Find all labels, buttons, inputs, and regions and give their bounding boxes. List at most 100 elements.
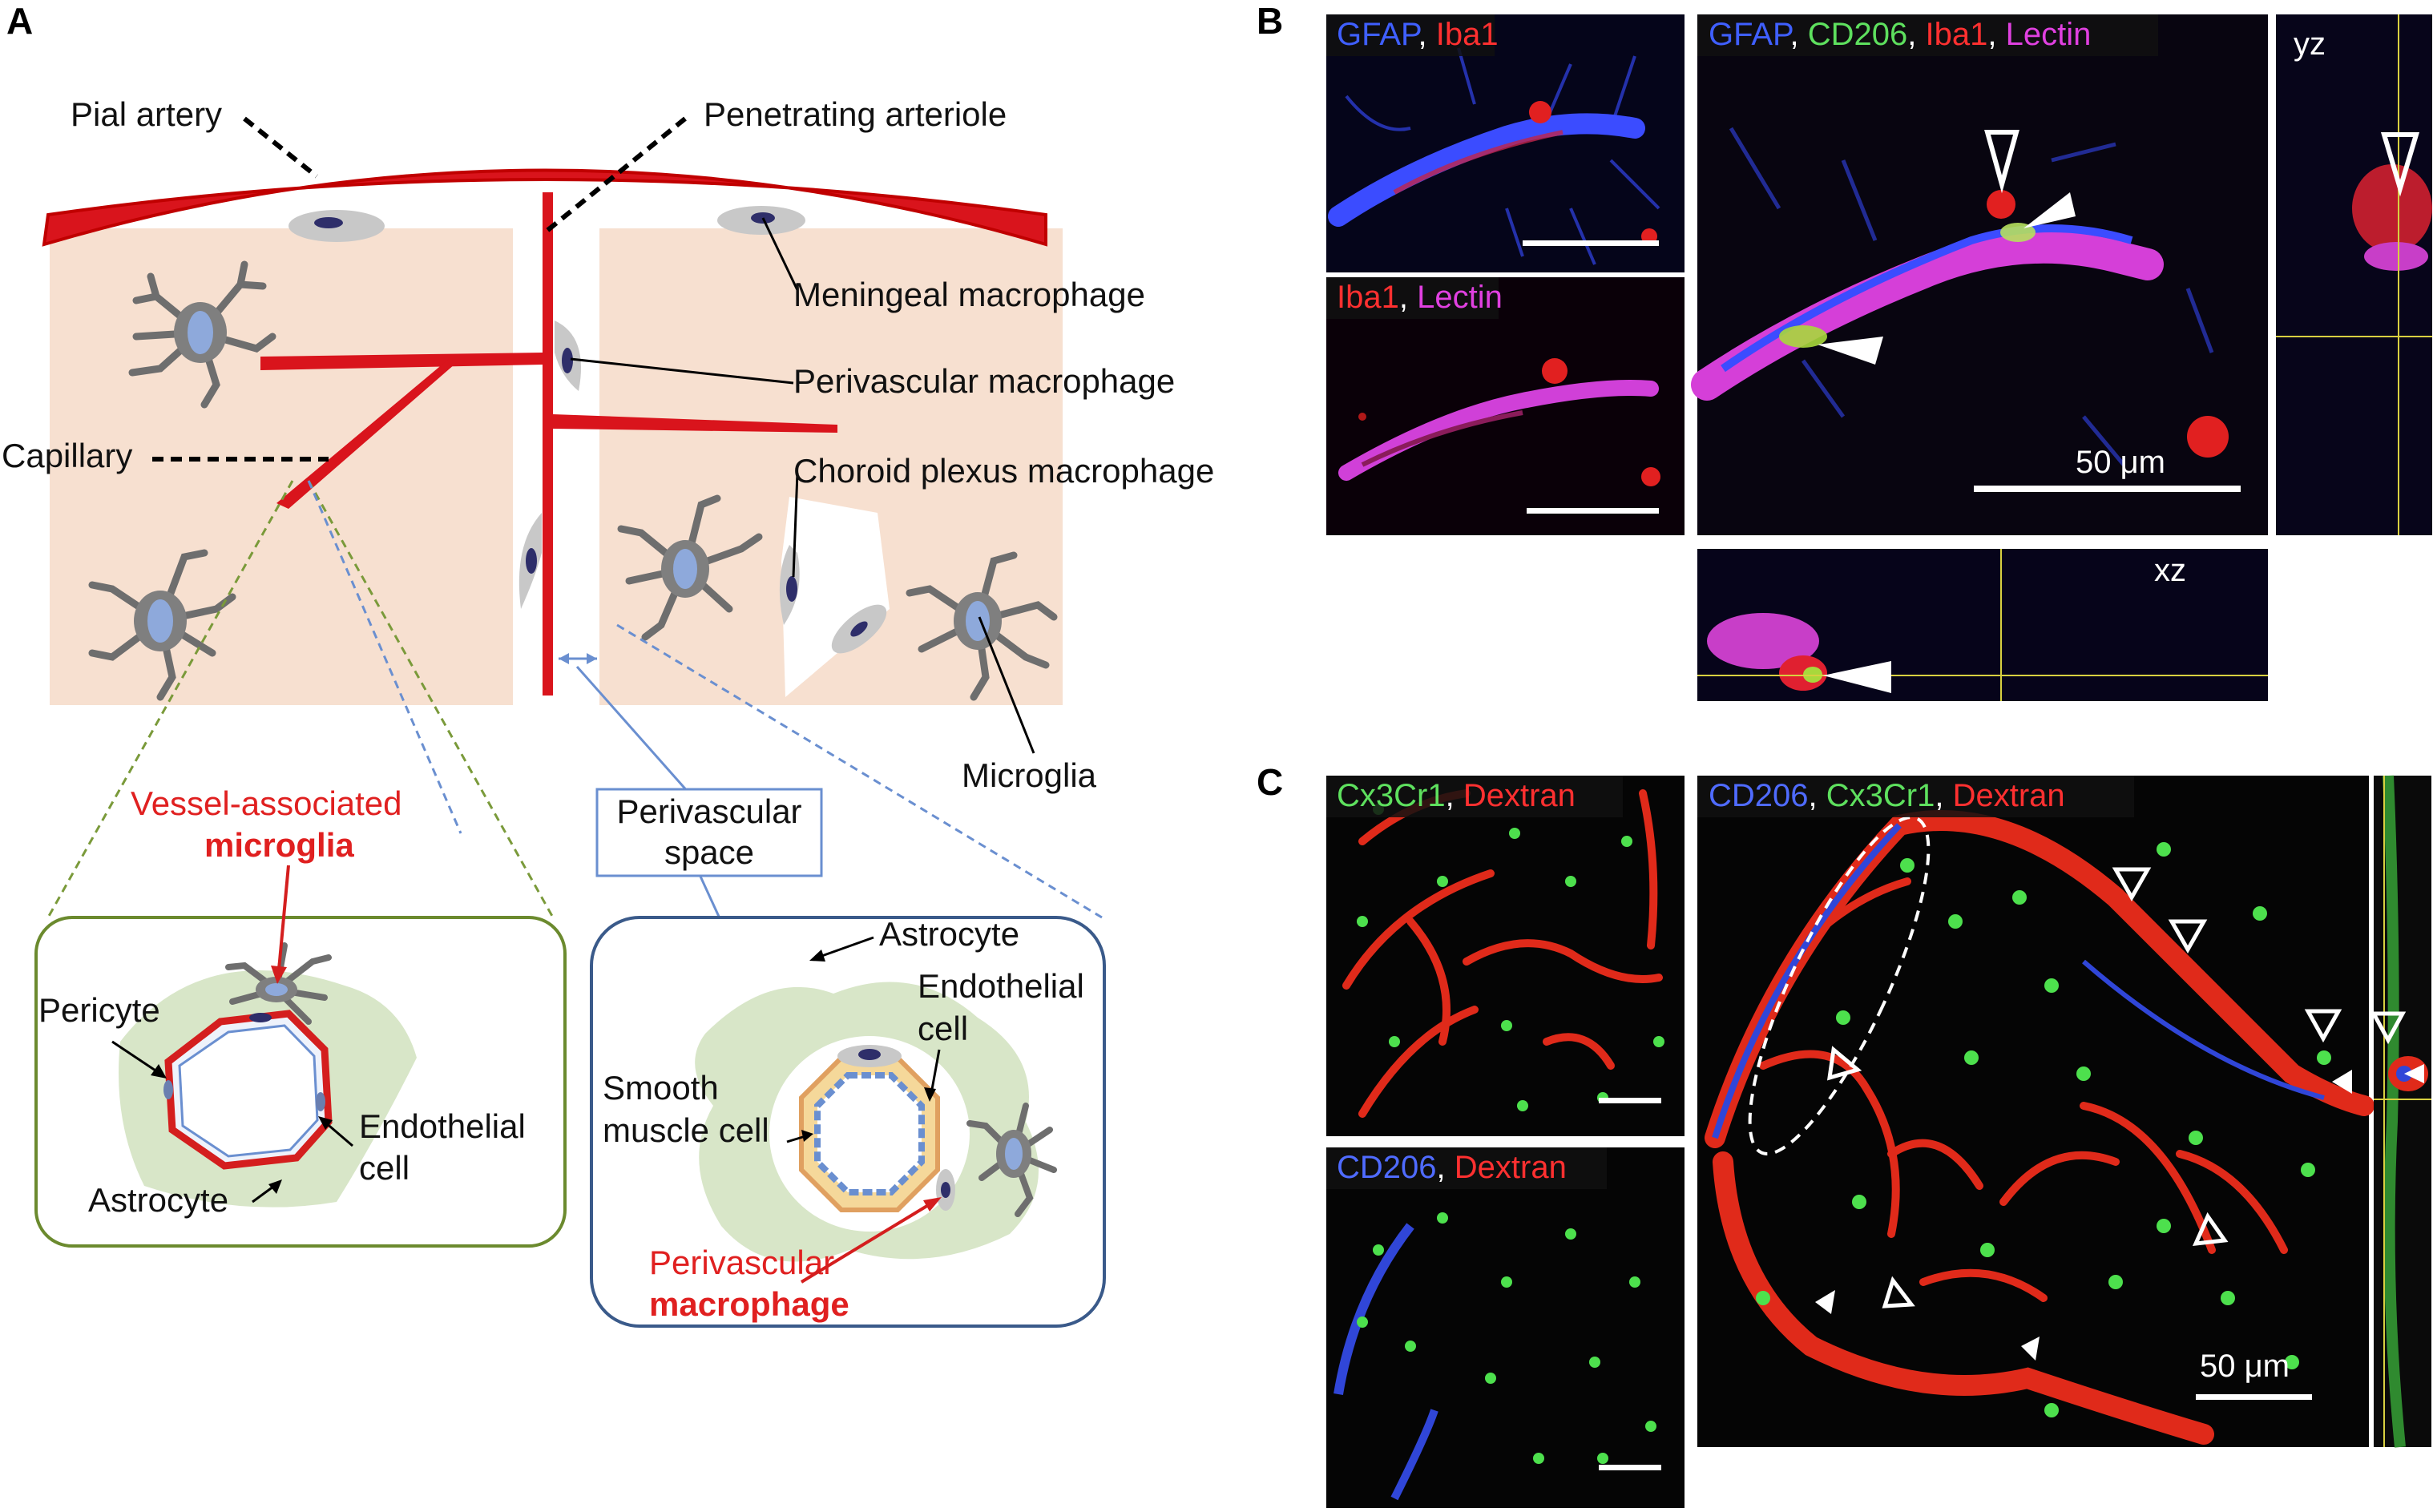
choroid-leader — [792, 472, 799, 578]
b-top-left-label-part-1: , — [1418, 17, 1436, 52]
b-main-label-part-3: , — [1907, 17, 1925, 52]
right-endothelial-label-2: cell — [918, 1010, 968, 1047]
microglia-cell-1 — [128, 260, 276, 409]
capillary-label: Capillary — [2, 437, 132, 474]
b-yz-label: yz — [2294, 26, 2326, 62]
arteriole-branch-left — [260, 353, 543, 370]
c-bottom-left-label: CD206, Dextran — [1337, 1150, 1567, 1185]
left-endothelial-label-1: Endothelial — [359, 1107, 526, 1145]
choroid-plexus-macrophage-label: Choroid plexus macrophage — [793, 452, 1214, 490]
perivascular-macrophage — [555, 321, 582, 391]
smooth-muscle-arrowhead — [801, 1130, 813, 1142]
panel-b-letter: B — [1257, 0, 1283, 42]
b-bottom-left-label-part-0: Iba1 — [1337, 280, 1399, 315]
b-iba1-lectin-image — [1326, 277, 1685, 535]
perivascular-space-label-2: space — [664, 833, 754, 871]
penetrating-arteriole-label: Penetrating arteriole — [704, 95, 1007, 133]
c-main-label: CD206, Cx3Cr1, Dextran — [1709, 778, 2065, 813]
pericyte-arrow — [111, 1040, 161, 1075]
b-bottom-left-label-bg — [1326, 277, 1499, 319]
c-top-left-label-part-2: Dextran — [1463, 778, 1576, 813]
smooth-muscle-label-1: Smooth — [603, 1069, 719, 1107]
c-cx3cr1-dextran-image — [1326, 776, 1685, 1136]
pericyte-label: Pericyte — [38, 991, 160, 1029]
capillary-inset — [34, 916, 567, 1248]
b-main-label-part-1: , — [1790, 17, 1808, 52]
pvm-label-2: macrophage — [649, 1285, 849, 1323]
c-bottom-left-label-part-2: Dextran — [1455, 1150, 1567, 1185]
microglia-label: Microglia — [962, 756, 1097, 794]
b-main-label-part-0: GFAP — [1709, 17, 1793, 52]
capillary-vessel — [276, 359, 461, 509]
left-inset-connector-1 — [46, 480, 294, 918]
b-bottom-left-label-part-1: , — [1399, 280, 1417, 315]
left-endothelial-arrow — [324, 1120, 353, 1147]
pvm-arrowhead — [923, 1197, 942, 1212]
vessel-microglia-arrow — [277, 865, 290, 970]
b-main-label-part-5: , — [1987, 17, 2005, 52]
microglia-cell-3 — [617, 494, 763, 641]
microglia-cell-2 — [88, 549, 236, 701]
b-main-label-bg — [1697, 14, 2158, 56]
perivascular-macrophage-2 — [518, 513, 542, 609]
pericyte-arrowhead — [151, 1064, 167, 1079]
perivascular-space-arrowhead-right — [587, 653, 597, 664]
left-astrocyte-arrowhead — [268, 1179, 282, 1194]
meningeal-macrophage-right — [717, 206, 805, 235]
right-endothelial-label-1: Endothelial — [918, 967, 1084, 1005]
b-scale-label: 50 μm — [2076, 445, 2165, 480]
panel-c-letter: C — [1257, 761, 1283, 803]
pvm-label-1: Perivascular — [649, 1244, 834, 1281]
pial-artery-leader — [243, 116, 318, 179]
left-astrocyte-label: Astrocyte — [88, 1181, 228, 1219]
c-bottom-left-label-part-1: , — [1437, 1150, 1455, 1185]
penetrating-arteriole-leader — [543, 116, 687, 235]
pial-artery — [42, 168, 1047, 247]
right-endothelial-arrow — [930, 1049, 941, 1095]
c-bottom-left-label-bg — [1326, 1147, 1607, 1189]
left-inset-connector-2 — [307, 480, 555, 918]
right-astrocyte-label: Astrocyte — [879, 915, 1019, 953]
b-xz-label: xz — [2154, 553, 2186, 588]
pvm-arrow — [800, 1200, 935, 1284]
c-main-label-part-2: Cx3Cr1 — [1826, 778, 1935, 813]
perivascular-space-box — [595, 788, 823, 877]
meningeal-macrophage — [288, 210, 385, 242]
perivascular-space-pointer — [575, 666, 691, 794]
c-main-image — [1697, 776, 2374, 1447]
b-top-left-label: GFAP, Iba1 — [1337, 17, 1499, 52]
perivascular-space-label-1: Perivascular — [616, 792, 801, 830]
c-main-label-part-1: , — [1809, 778, 1826, 813]
c-scale-label: 50 μm — [2200, 1349, 2290, 1384]
b-gfap-iba1-image — [1326, 14, 1685, 272]
b-main-label-part-2: CD206 — [1808, 17, 1908, 52]
c-side-image — [2370, 775, 2431, 1448]
b-bottom-left-label-part-2: Lectin — [1417, 280, 1503, 315]
c-main-label-part-4: Dextran — [1953, 778, 2065, 813]
b-bottom-left-label: Iba1, Lectin — [1337, 280, 1503, 315]
meningeal-macrophage-label: Meningeal macrophage — [793, 276, 1145, 313]
penetrating-arteriole — [543, 192, 553, 696]
microglia-leader — [978, 616, 1035, 754]
choroid-plexus-space — [781, 497, 890, 697]
b-top-left-label-part-0: GFAP — [1337, 17, 1421, 52]
b-top-left-label-part-2: Iba1 — [1436, 17, 1499, 52]
perivascular-leader — [570, 357, 794, 385]
arteriole-inset — [590, 916, 1106, 1328]
c-dashed-oval — [1748, 816, 1931, 1155]
choroid-plexus-macrophage-2 — [831, 604, 887, 654]
brain-tissue-left — [50, 228, 513, 705]
c-main-label-part-0: CD206 — [1709, 778, 1809, 813]
c-main-label-part-3: , — [1935, 778, 1952, 813]
perivascular-macrophage-label: Perivascular macrophage — [793, 362, 1175, 400]
b-main-label-part-4: Iba1 — [1926, 17, 1988, 52]
smooth-muscle-arrow — [786, 1135, 806, 1143]
c-top-left-label-part-1: , — [1446, 778, 1463, 813]
c-main-label-bg — [1697, 776, 2134, 817]
right-astrocyte-arrowhead — [809, 950, 825, 962]
c-bottom-left-label-part-0: CD206 — [1337, 1150, 1437, 1185]
smooth-muscle-label-2: muscle cell — [603, 1111, 769, 1149]
left-endothelial-arrowhead — [318, 1116, 333, 1130]
arteriole-branch-right — [553, 414, 837, 433]
